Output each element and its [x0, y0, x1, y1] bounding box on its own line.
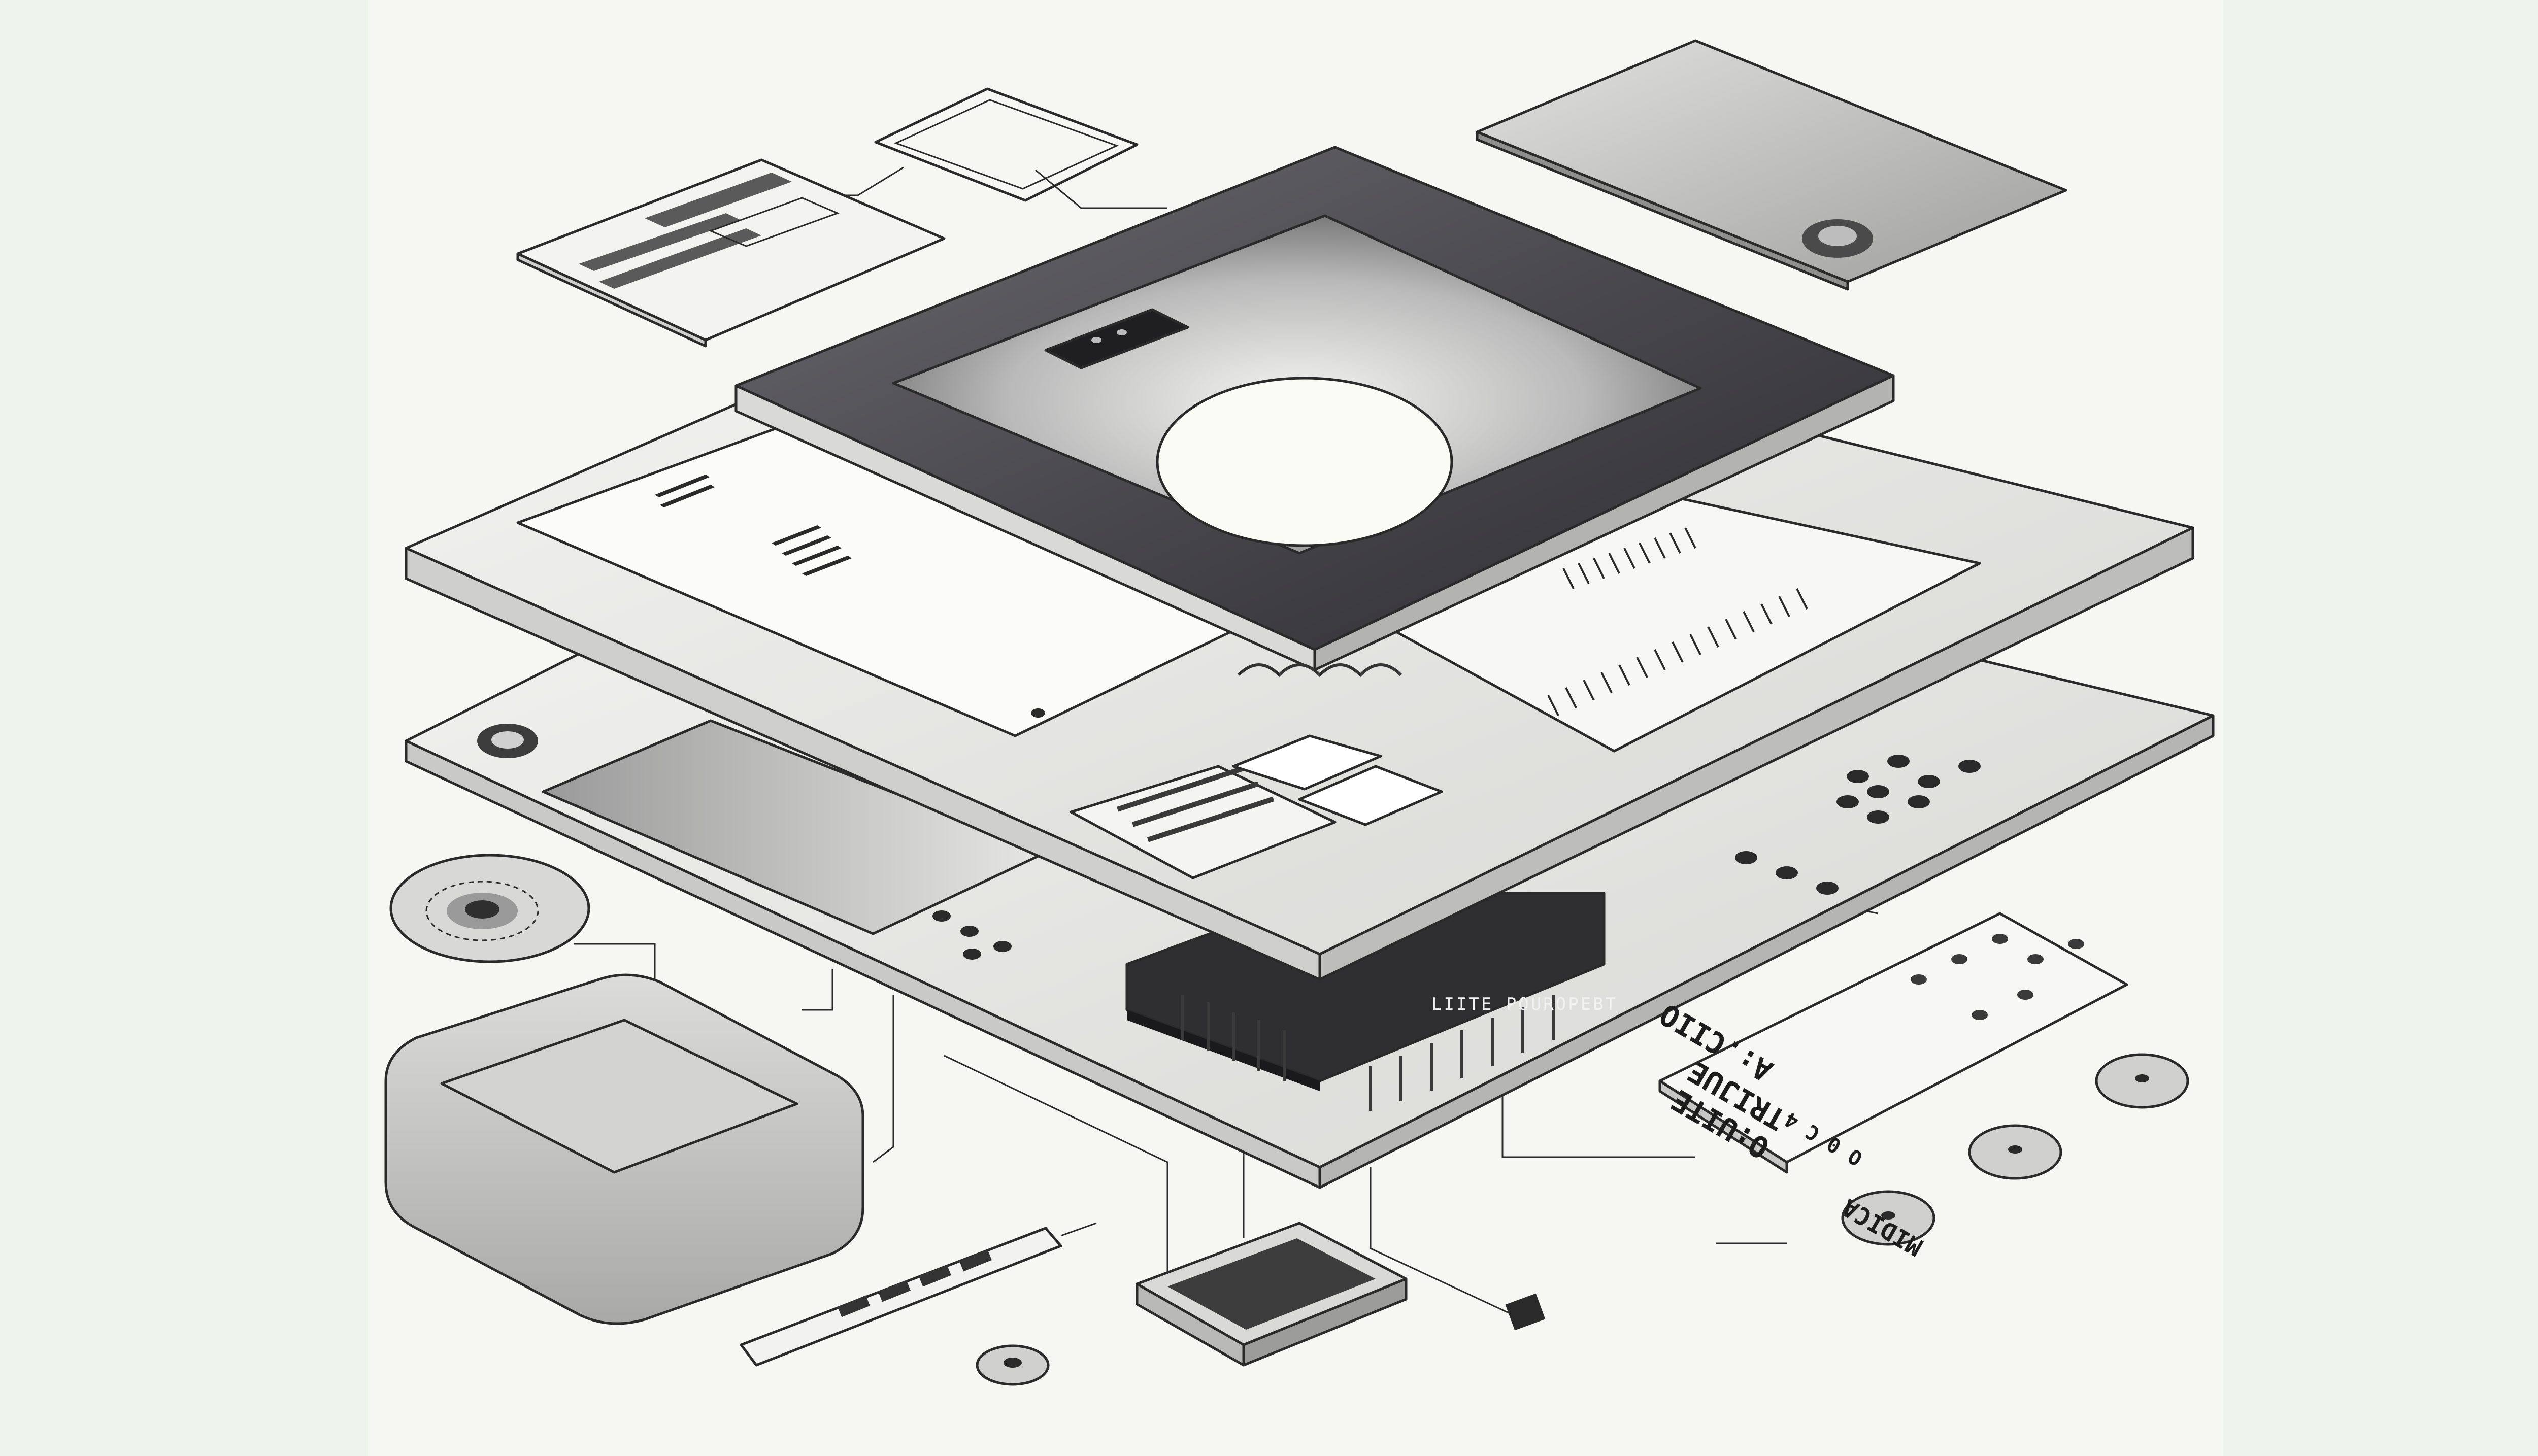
sensor-dots	[932, 755, 1981, 960]
rounded-box	[384, 973, 864, 1325]
chip-label: LIITE POUROPEBT	[1431, 994, 1618, 1014]
camera-frame	[734, 146, 1895, 678]
display-chip	[1136, 1222, 1408, 1367]
small-component	[1505, 1293, 1546, 1331]
document-panel-topleft	[516, 158, 946, 348]
gear-component	[389, 854, 590, 963]
gear-icon	[465, 900, 499, 919]
cable-coil	[1237, 663, 1402, 678]
lens-icon	[1156, 377, 1453, 547]
sensor-icon	[1044, 308, 1189, 369]
resistor-strip	[740, 1222, 1097, 1367]
small-frame-top	[874, 87, 1139, 202]
plate-topright	[1476, 39, 2067, 291]
washers	[976, 1053, 2189, 1386]
